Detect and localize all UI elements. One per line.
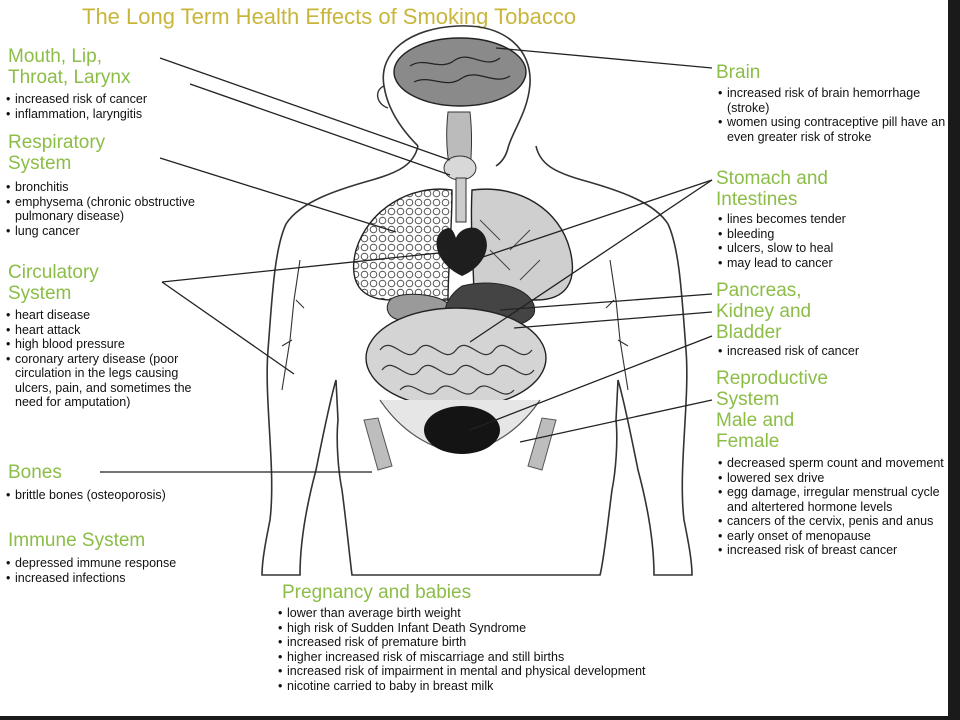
list-item: increased risk of cancer [6, 92, 276, 107]
list-item: lung cancer [6, 224, 211, 239]
reproductive-heading-line: Male and [716, 410, 795, 431]
list-item: ulcers, slow to heal [718, 241, 946, 256]
brain-heading-line: Brain [716, 62, 761, 83]
leader-reproductive [519, 399, 713, 443]
pregnancy-heading: Pregnancy and babies [282, 582, 471, 603]
page-title: The Long Term Health Effects of Smoking … [82, 4, 577, 29]
list-item: heart disease [6, 308, 204, 323]
reproductive-heading-line: Reproductive [716, 368, 828, 389]
list-item: women using contraceptive pill have an e… [718, 115, 946, 144]
list-item: higher increased risk of miscarriage and… [278, 650, 718, 665]
respiratory-heading-line: System [8, 153, 72, 174]
list-item: high risk of Sudden Infant Death Syndrom… [278, 621, 718, 636]
list-item: lower than average birth weight [278, 606, 718, 621]
circulatory-effects-list: heart disease heart attack high blood pr… [6, 308, 204, 410]
list-item: high blood pressure [6, 337, 204, 352]
mouth-heading-line: Throat, Larynx [8, 67, 131, 88]
bladder-shape [424, 406, 500, 454]
list-item: nicotine carried to baby in breast milk [278, 679, 718, 694]
list-item: bronchitis [6, 180, 211, 195]
mouth-heading-line: Mouth, Lip, [8, 46, 102, 67]
respiratory-heading: Respiratory System [8, 132, 105, 174]
leader-respiratory [159, 157, 397, 233]
stomach-effects-list: lines becomes tender bleeding ulcers, sl… [718, 212, 946, 270]
leader-circulatory-arm [161, 281, 295, 375]
leader-pancreas-3 [469, 335, 713, 431]
pregnancy-heading-line: Pregnancy and babies [282, 582, 472, 603]
stomach-heading: Stomach and Intestines [716, 168, 828, 210]
list-item: lowered sex drive [718, 471, 946, 486]
brain-heading: Brain [716, 62, 760, 83]
circulatory-heading: Circulatory System [8, 262, 99, 304]
circulatory-heading-line: Circulatory [8, 262, 99, 283]
list-item: egg damage, irregular menstrual cycle an… [718, 485, 946, 514]
pancreas-heading-line: Bladder [716, 322, 782, 343]
list-item: coronary artery disease (poor circulatio… [6, 352, 204, 410]
leader-mouth-1 [159, 57, 451, 161]
list-item: emphysema (chronic obstructive pulmonary… [6, 195, 211, 224]
brain-effects-list: increased risk of brain hemorrhage (stro… [718, 86, 946, 144]
list-item: lines becomes tender [718, 212, 946, 227]
femur-right [363, 417, 393, 471]
list-item: bleeding [718, 227, 946, 242]
leader-circulatory-heart [161, 251, 449, 283]
stomach-heading-line: Intestines [716, 189, 798, 210]
reproductive-heading: Reproductive System Male and Female [716, 368, 828, 452]
list-item: brittle bones (osteoporosis) [6, 488, 196, 503]
bones-heading: Bones [8, 462, 62, 483]
immune-heading: Immune System [8, 530, 145, 551]
list-item: increased risk of cancer [718, 344, 946, 359]
list-item: may lead to cancer [718, 256, 946, 271]
leader-pancreas-1 [499, 293, 713, 311]
reproductive-effects-list: decreased sperm count and movement lower… [718, 456, 946, 558]
circulatory-heading-line: System [8, 283, 72, 304]
head-outline [382, 25, 531, 167]
list-item: increased risk of impairment in mental a… [278, 664, 718, 679]
list-item: heart attack [6, 323, 204, 338]
pancreas-heading: Pancreas, Kidney and Bladder [716, 280, 811, 343]
reproductive-heading-line: System [716, 389, 780, 410]
mouth-heading: Mouth, Lip, Throat, Larynx [8, 46, 131, 88]
intestines [365, 307, 547, 409]
heart-shape [436, 227, 487, 276]
leader-pancreas-2 [513, 311, 713, 329]
immune-heading-line: Immune System [8, 530, 146, 551]
stomach-heading-line: Stomach and [716, 168, 828, 189]
leader-brain [495, 47, 713, 69]
bones-effects-list: brittle bones (osteoporosis) [6, 488, 196, 503]
respiratory-effects-list: bronchitis emphysema (chronic obstructiv… [6, 180, 211, 238]
reproductive-heading-line: Female [716, 431, 780, 452]
list-item: increased risk of brain hemorrhage (stro… [718, 86, 946, 115]
bones-heading-line: Bones [8, 462, 62, 483]
pancreas-effects-list: increased risk of cancer [718, 344, 946, 359]
respiratory-heading-line: Respiratory [8, 132, 106, 153]
list-item: early onset of menopause [718, 529, 946, 544]
leader-stomach-2 [469, 179, 713, 343]
trachea [455, 177, 467, 223]
pancreas-heading-line: Kidney and [716, 301, 812, 322]
list-item: increased infections [6, 571, 276, 586]
mouth-effects-list: increased risk of cancer inflammation, l… [6, 92, 276, 121]
immune-effects-list: depressed immune response increased infe… [6, 556, 276, 585]
list-item: depressed immune response [6, 556, 276, 571]
brain-shape [393, 37, 527, 107]
list-item: increased risk of breast cancer [718, 543, 946, 558]
leader-lines [100, 47, 713, 473]
leader-stomach-1 [467, 179, 713, 263]
pancreas-heading-line: Pancreas, [716, 280, 802, 301]
list-item: cancers of the cervix, penis and anus [718, 514, 946, 529]
body-outline [261, 145, 693, 576]
pregnancy-effects-list: lower than average birth weight high ris… [278, 606, 718, 693]
list-item: inflammation, laryngitis [6, 107, 276, 122]
list-item: increased risk of premature birth [278, 635, 718, 650]
femur-left [527, 417, 557, 471]
list-item: decreased sperm count and movement [718, 456, 946, 471]
